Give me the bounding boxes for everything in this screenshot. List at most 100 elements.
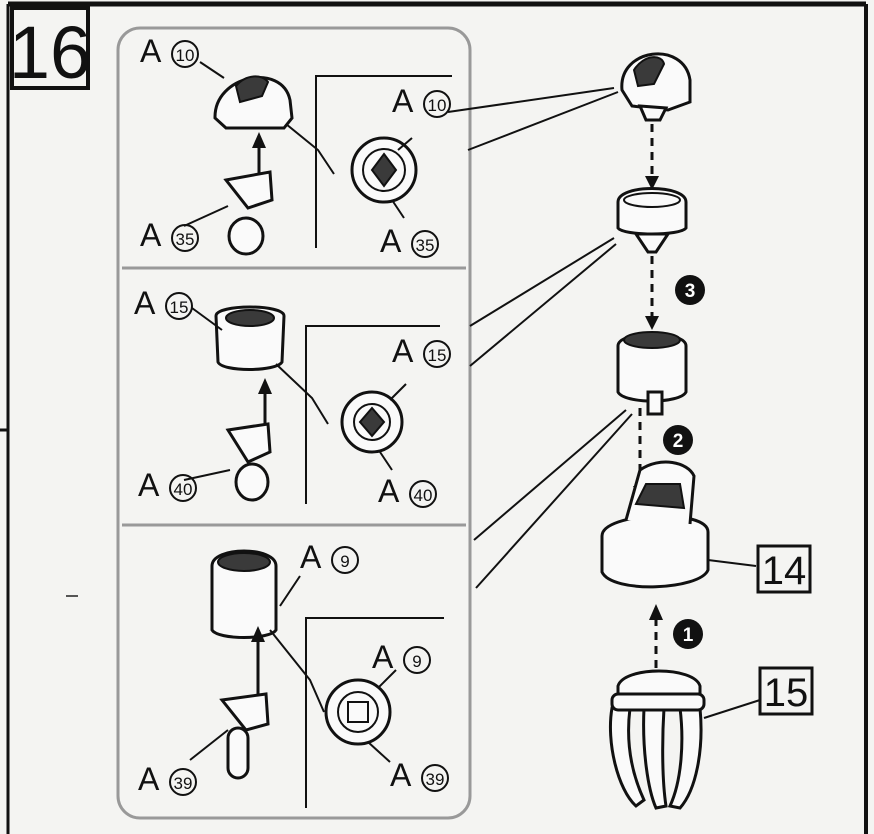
order-mark-2-label: 2 <box>673 431 684 452</box>
assembly-claw-finger-2 <box>642 706 668 810</box>
label-circle <box>423 340 451 368</box>
label-part-number: 39 <box>426 770 445 789</box>
order-mark-2: 2 <box>663 425 693 455</box>
order-mark-3: 3 <box>675 275 705 305</box>
detail-joint-1 <box>370 152 398 188</box>
leader-detail-bottom-1 <box>391 199 405 219</box>
label-part-letter: A <box>372 639 394 675</box>
label-part-letter: A <box>138 467 160 503</box>
leader-assembly-3a <box>473 409 627 541</box>
label-part-letter: A <box>380 223 402 259</box>
label-part-letter: A <box>300 539 322 575</box>
assembly-claw-band <box>610 692 706 712</box>
order-mark-1: 1 <box>673 619 703 649</box>
label-part-letter: A <box>392 333 414 369</box>
label-part-number: 35 <box>176 230 195 249</box>
label-part-letter: A <box>140 217 162 253</box>
ref-step-14-box <box>756 544 812 594</box>
order-mark-3-label: 3 <box>685 281 696 302</box>
label-part-number: 40 <box>174 480 193 499</box>
assembly-joint <box>616 187 688 236</box>
assembly-claw-finger-1 <box>608 706 646 808</box>
guide-arrow-4 <box>649 604 663 620</box>
step-number: 16 <box>9 11 91 94</box>
assembly-claw-top <box>616 669 702 696</box>
part-A10-hole <box>234 75 270 104</box>
leader-detail-top-2 <box>389 383 407 401</box>
assembly-joint-cone <box>633 232 671 254</box>
part-A39-top <box>219 692 270 732</box>
label-part-letter: A <box>140 33 162 69</box>
detail-inner-1 <box>362 148 406 192</box>
assembly-head-hole <box>632 56 666 88</box>
panel-2: A 15 A 40 A 15 A 40 <box>134 285 451 509</box>
leader-detail-top-3 <box>377 669 397 689</box>
leader-A15 <box>191 307 223 331</box>
leader-A10 <box>199 61 225 79</box>
label-circle <box>421 764 449 792</box>
part-A9 <box>210 549 278 639</box>
detail-circle-3 <box>324 678 392 746</box>
panel-3: A 9 A 39 A 9 A 39 <box>138 539 449 808</box>
guide-arrow-1 <box>645 176 659 190</box>
step-number-box <box>10 6 90 90</box>
leader-step-15 <box>703 699 761 719</box>
leader-detail-bottom-2 <box>379 451 393 471</box>
leader-detail-1 <box>285 123 335 175</box>
label-part-number: 15 <box>170 298 189 317</box>
detail-inner-2 <box>353 403 391 441</box>
leader-A35 <box>183 205 229 227</box>
part-A35-ball <box>227 216 265 256</box>
label-circle <box>165 292 193 320</box>
arrow-head-2 <box>258 378 272 394</box>
assembly-head-neck <box>637 104 669 122</box>
arrow-head-3 <box>251 626 265 642</box>
detail-frame-1 <box>315 75 452 248</box>
leader-assembly-1b <box>447 87 615 113</box>
leader-assembly-2a <box>469 237 615 327</box>
leader-assembly-1a <box>467 91 619 151</box>
label-circle <box>409 480 437 508</box>
panel-1: A 10 A 35 A 10 A 35 <box>140 33 452 259</box>
main-assembly <box>447 52 761 810</box>
leader-detail-top-1 <box>397 137 413 151</box>
subassembly-panel <box>116 26 472 820</box>
label-circle <box>411 230 439 258</box>
assembly-cylinder-slot <box>646 390 664 416</box>
label-circle <box>331 546 359 574</box>
ref-step-15-box <box>758 666 814 716</box>
label-part-number: 9 <box>412 652 421 671</box>
part-A40-top <box>225 422 272 464</box>
label-part-letter: A <box>138 761 160 797</box>
detail-joint-2 <box>358 406 386 438</box>
arrow-head-1 <box>252 132 266 148</box>
leader-A39 <box>189 729 229 761</box>
leader-detail-3 <box>269 629 325 713</box>
label-part-number: 15 <box>428 346 447 365</box>
label-circle <box>423 90 451 118</box>
detail-frame-3 <box>305 617 444 808</box>
part-A15-opening <box>225 309 275 327</box>
guide-arrow-2 <box>645 316 659 330</box>
label-part-number: 10 <box>428 96 447 115</box>
label-circle <box>171 40 199 68</box>
assembly-base <box>600 514 710 589</box>
label-circle <box>171 224 199 252</box>
label-part-number: 39 <box>174 774 193 793</box>
ref-step-14: 14 <box>762 549 807 593</box>
order-mark-1-label: 1 <box>683 625 694 646</box>
assembly-base-hollow <box>634 483 686 510</box>
detail-inner-3 <box>337 691 379 733</box>
label-part-number: 40 <box>414 486 433 505</box>
assembly-joint-rim <box>623 192 681 208</box>
label-circle <box>169 474 197 502</box>
label-part-letter: A <box>392 83 414 119</box>
leader-assembly-3b <box>475 413 633 589</box>
label-circle <box>169 768 197 796</box>
assembly-claw-finger-3 <box>667 706 703 810</box>
leader-detail-bottom-3 <box>367 741 391 763</box>
leader-assembly-2b <box>469 243 617 367</box>
label-part-letter: A <box>390 757 412 793</box>
